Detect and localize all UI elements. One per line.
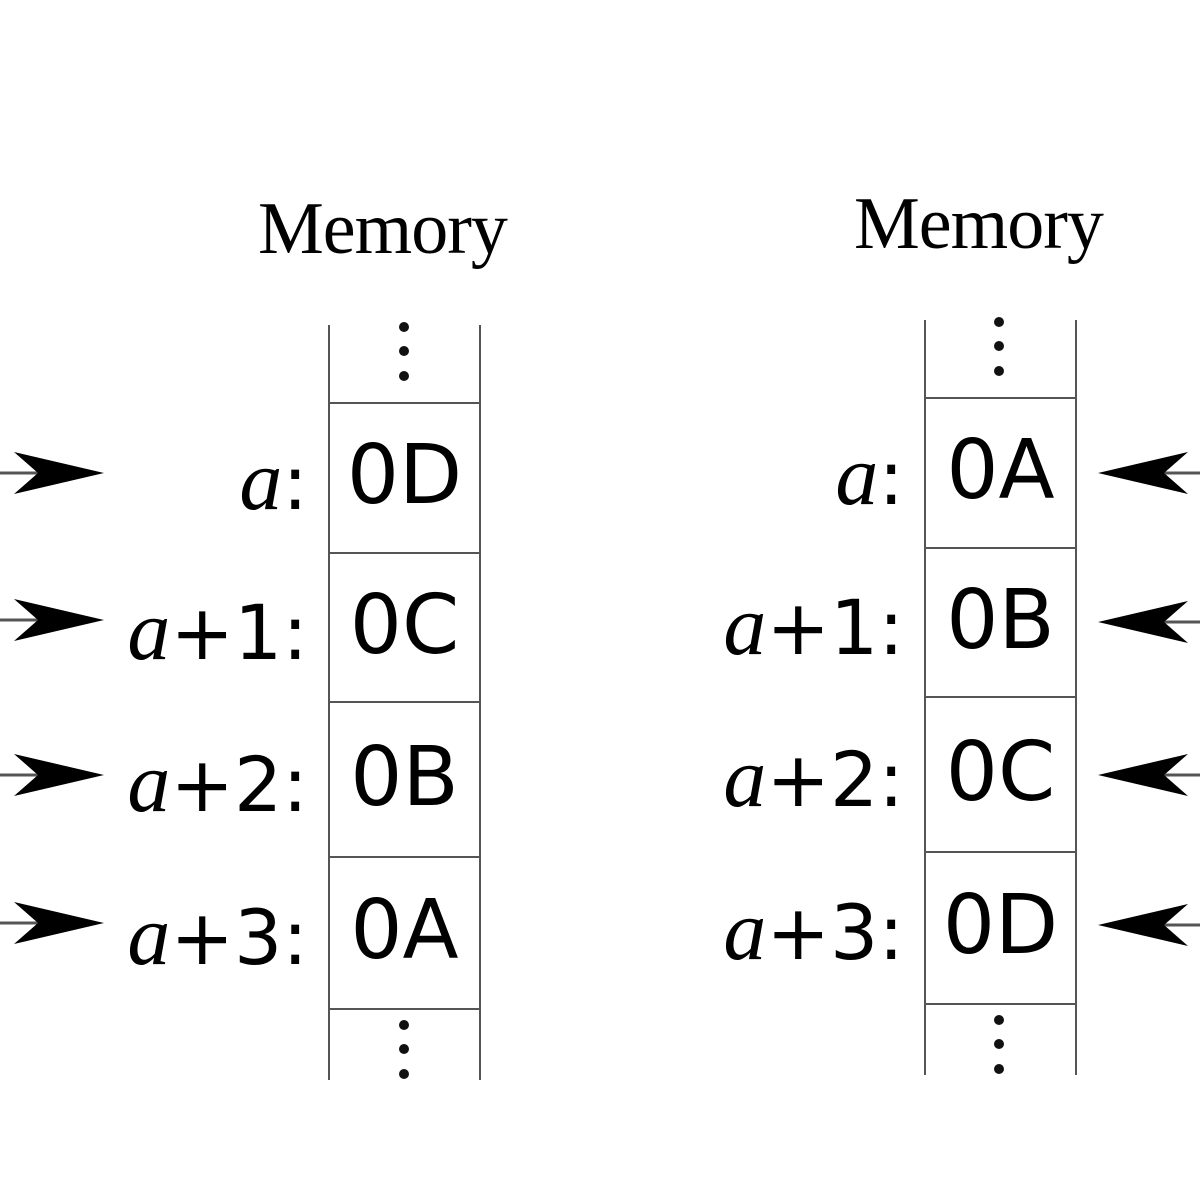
address-offset: : [878,433,904,522]
right-column-border-right [1075,320,1077,1075]
address-offset: +2: [766,735,904,824]
left-cell-value: 0B [350,730,459,825]
address-offset: +1: [766,583,904,672]
right-cell-value: 0C [945,725,1056,820]
left-cell-divider [329,701,480,703]
arrow-right-icon [0,595,108,645]
left-address-label: a: [239,437,308,523]
left-cell-value: 0D [346,428,463,523]
right-cell-value: 0B [946,573,1055,668]
left-address-label: a+3: [127,892,308,978]
arrow-left-icon [1094,448,1200,498]
right-cell-divider [925,1003,1076,1005]
right-cell-divider [925,547,1076,549]
left-cell-divider [329,552,480,554]
right-address-label: a+3: [723,887,904,973]
address-offset: +1: [170,588,308,677]
left-memory-title: Memory [258,188,508,270]
address-offset: +3: [170,893,308,982]
right-cell-divider [925,397,1076,399]
address-variable: a [723,577,767,673]
right-cell-value: 0D [942,878,1059,973]
arrow-right-icon [0,448,108,498]
address-offset: +3: [766,888,904,977]
arrow-left-icon [1094,900,1200,950]
left-cell-divider [329,856,480,858]
arrow-right-icon [0,750,108,800]
address-variable: a [127,734,171,830]
left-address-label: a+1: [127,587,308,673]
left-cell-value: 0C [349,578,460,673]
right-cell-divider [925,851,1076,853]
left-cell-divider [329,402,480,404]
address-offset: +2: [170,740,308,829]
vertical-ellipsis-icon [394,1020,414,1084]
right-address-label: a: [835,432,904,518]
vertical-ellipsis-icon [989,1015,1009,1079]
right-address-label: a+2: [723,734,904,820]
left-cell-value: 0A [350,883,459,978]
address-variable: a [127,582,171,678]
vertical-ellipsis-icon [394,322,414,386]
vertical-ellipsis-icon [989,317,1009,381]
arrow-left-icon [1094,597,1200,647]
arrow-left-icon [1094,750,1200,800]
address-variable: a [127,887,171,983]
right-cell-value: 0A [946,423,1055,518]
left-column-border-right [479,325,481,1080]
address-offset: : [282,438,308,527]
left-cell-divider [329,1008,480,1010]
right-cell-divider [925,696,1076,698]
address-variable: a [723,729,767,825]
address-variable: a [835,427,879,523]
right-address-label: a+1: [723,582,904,668]
arrow-right-icon [0,898,108,948]
right-memory-title: Memory [854,183,1104,265]
address-variable: a [239,432,283,528]
left-address-label: a+2: [127,739,308,825]
address-variable: a [723,882,767,978]
